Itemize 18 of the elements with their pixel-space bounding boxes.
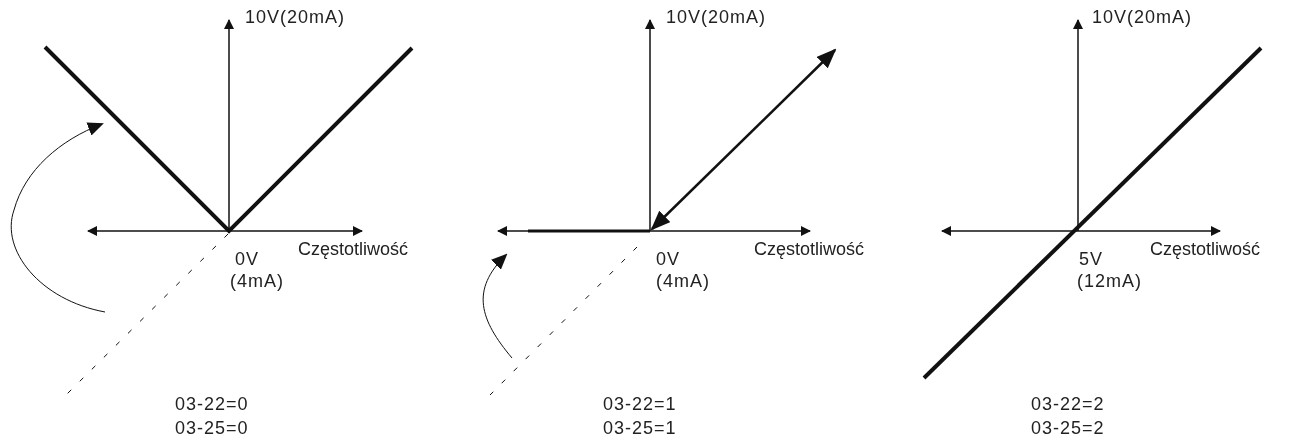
parameter-setting: 03-22=1 [603, 393, 677, 415]
parameter-setting: 03-22=0 [175, 393, 249, 415]
axis-value: (4mA) [656, 270, 710, 292]
axis-label: 10V(20mA) [1092, 6, 1193, 28]
axis-label: Częstotliwość [754, 238, 865, 260]
parameter-setting: 03-25=2 [1031, 417, 1105, 439]
parameter-setting: 03-25=0 [175, 417, 249, 439]
axis-value: 0V [656, 248, 681, 270]
axis-label: 10V(20mA) [245, 6, 346, 28]
axis-value: (12mA) [1077, 270, 1142, 292]
parameter-setting: 03-22=2 [1031, 393, 1105, 415]
axis-label: Częstotliwość [1150, 238, 1261, 260]
axis-value: 5V [1079, 248, 1104, 270]
axis-label: Częstotliwość [298, 238, 409, 260]
axis-value: 0V [235, 248, 260, 270]
axis-value: (4mA) [230, 270, 284, 292]
axis-label: 10V(20mA) [666, 6, 767, 28]
parameter-setting: 03-25=1 [603, 417, 677, 439]
